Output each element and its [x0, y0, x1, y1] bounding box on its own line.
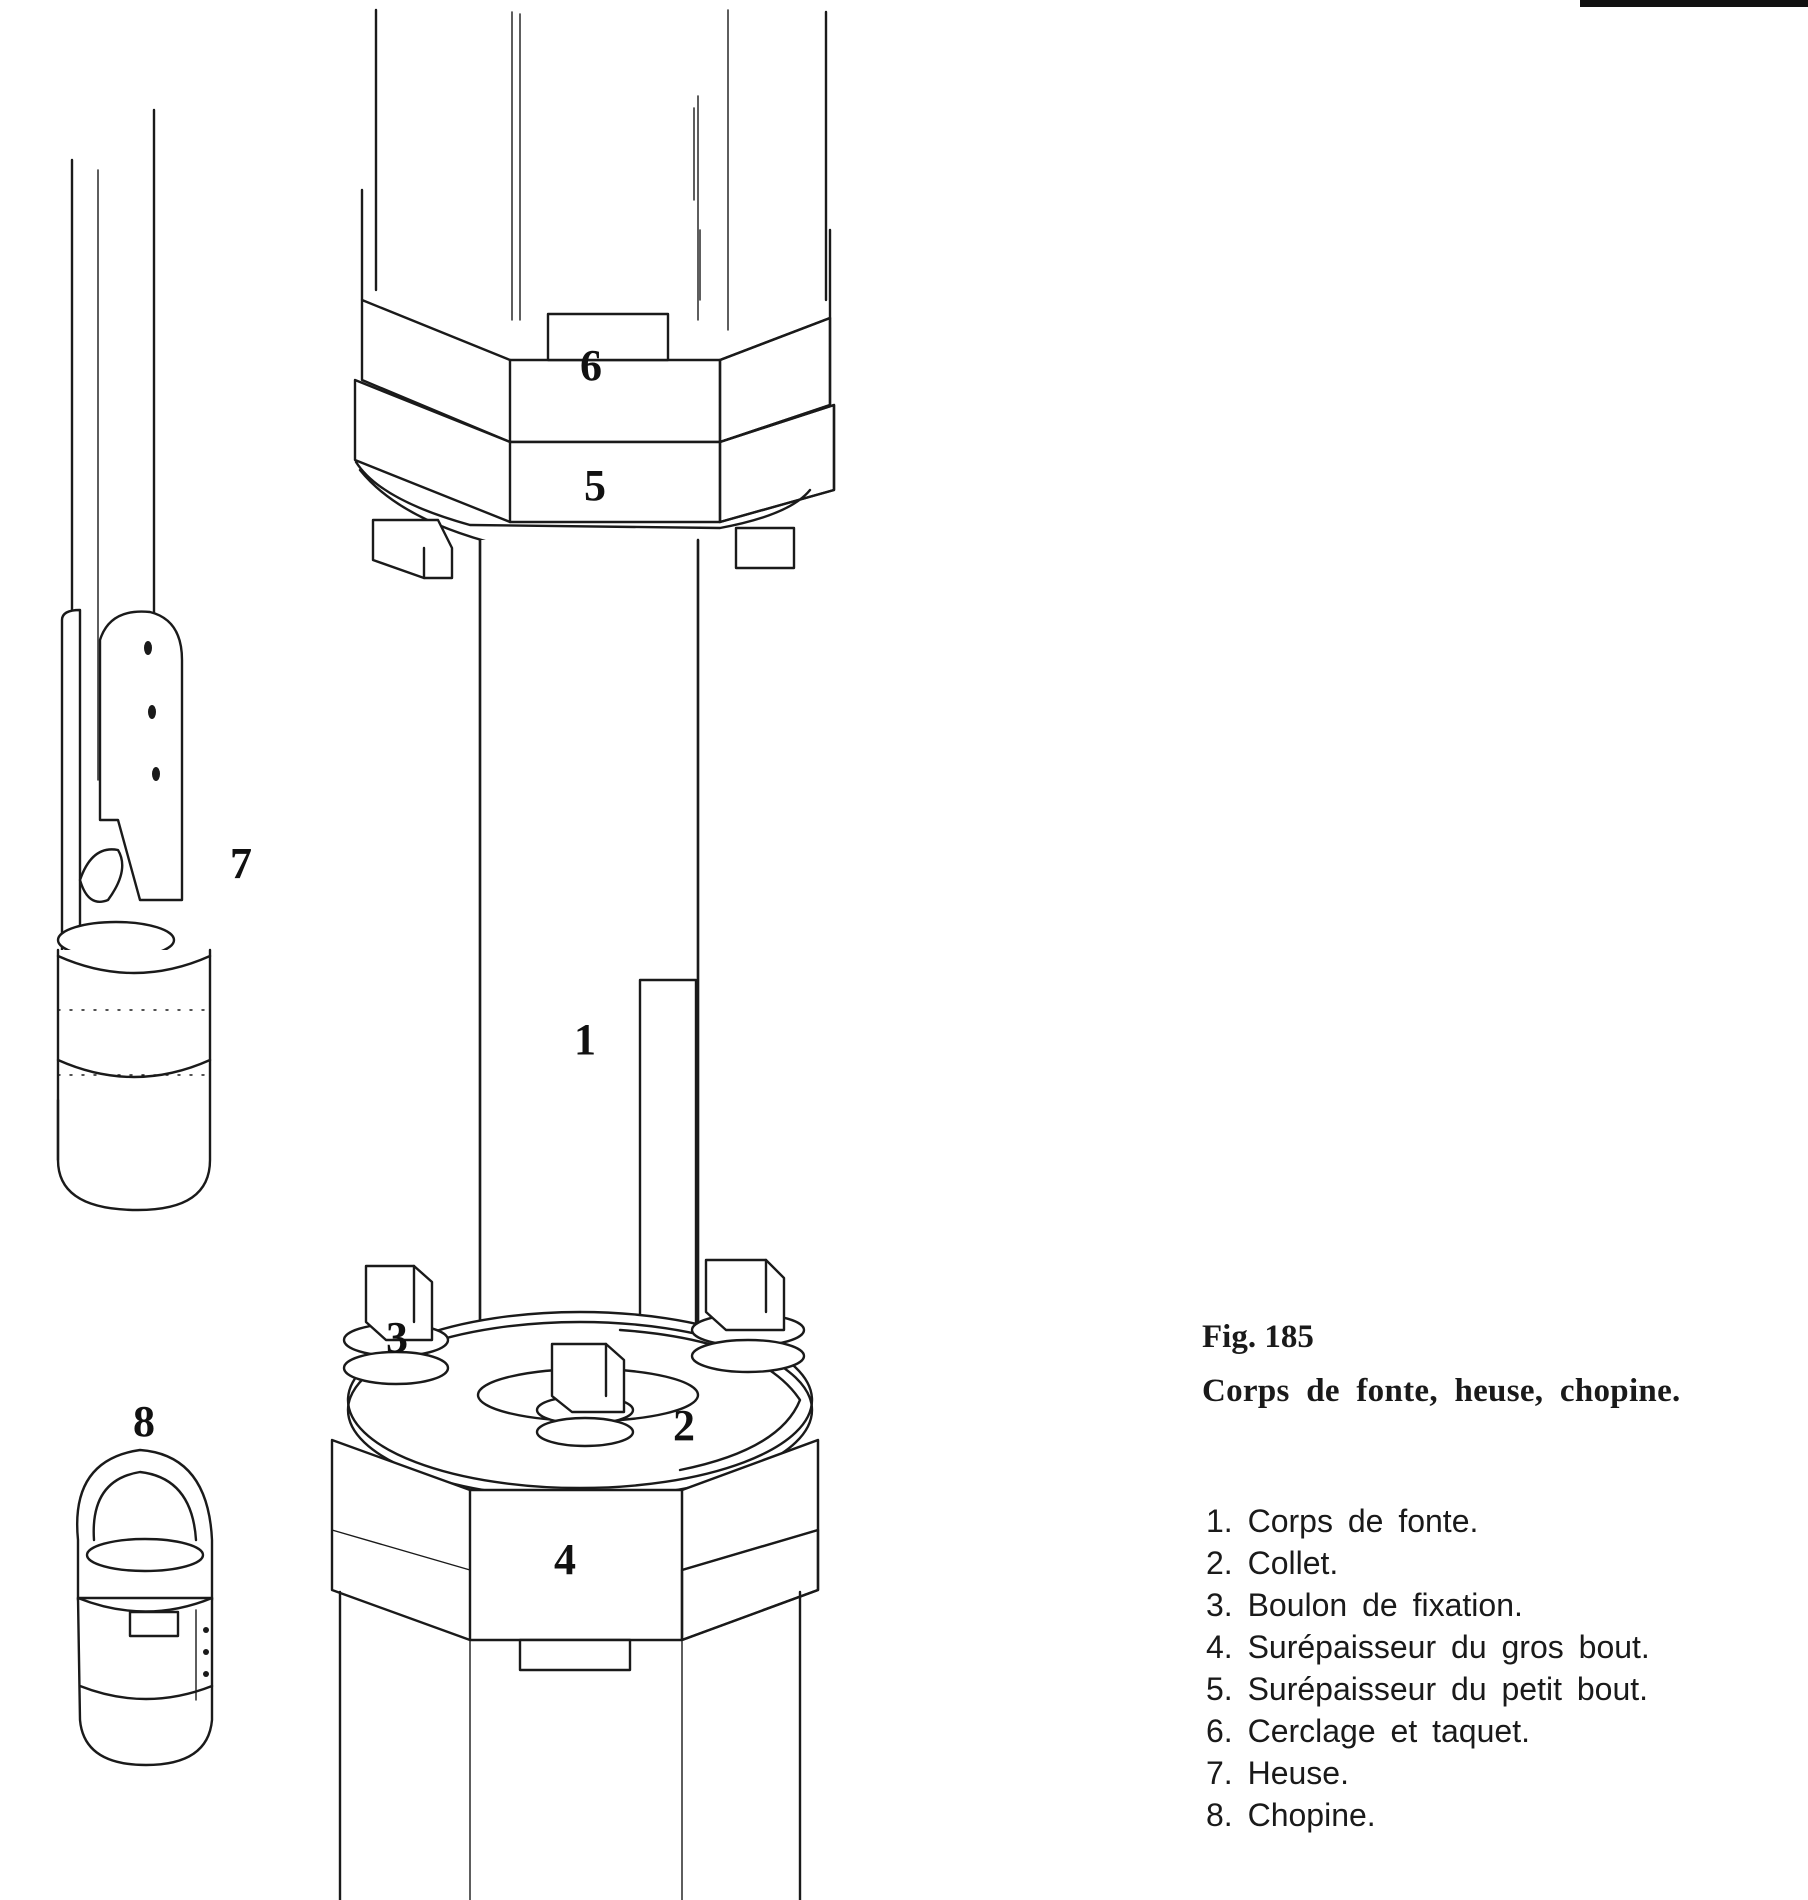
legend-item: 8. Chopine.	[1206, 1797, 1376, 1833]
legend-item: 7. Heuse.	[1206, 1755, 1349, 1791]
figure-number: Fig. 185	[1202, 1319, 1314, 1355]
figure-legend: 1. Corps de fonte. 2. Collet. 3. Boulon …	[1206, 1500, 1766, 1836]
chopine-bucket	[76, 1448, 214, 1767]
page-edge-rule	[1580, 0, 1808, 7]
callout-5: 5	[584, 461, 606, 510]
callout-4: 4	[554, 1535, 576, 1584]
band-5-small-end	[353, 378, 836, 547]
figure-caption: Fig. 185 Corps de fonte, heuse, chopine.	[1202, 1318, 1782, 1411]
legend-item: 3. Boulon de fixation.	[1206, 1587, 1523, 1623]
heuse-valve	[56, 108, 212, 1212]
callout-7: 7	[230, 839, 252, 888]
upper-timber-pipe	[374, 8, 828, 331]
legend-item: 1. Corps de fonte.	[1206, 1503, 1479, 1539]
figure-title: Corps de fonte, heuse, chopine.	[1202, 1372, 1681, 1409]
callout-8: 8	[133, 1397, 155, 1446]
callout-6: 6	[580, 341, 602, 390]
callout-3: 3	[386, 1313, 408, 1362]
legend-item: 4. Surépaisseur du gros bout.	[1206, 1629, 1650, 1665]
lower-timber-pipe	[338, 1590, 802, 1900]
band-6-hoop	[360, 188, 832, 444]
callout-1: 1	[574, 1015, 596, 1064]
legend-item: 2. Collet.	[1206, 1545, 1339, 1581]
cast-iron-body	[478, 538, 700, 1372]
band-4-big-end	[330, 1438, 820, 1642]
legend-item: 6. Cerclage et taquet.	[1206, 1713, 1530, 1749]
callout-2: 2	[673, 1401, 695, 1450]
legend-item: 5. Surépaisseur du petit bout.	[1206, 1671, 1649, 1707]
fixing-bolts	[342, 1258, 806, 1448]
